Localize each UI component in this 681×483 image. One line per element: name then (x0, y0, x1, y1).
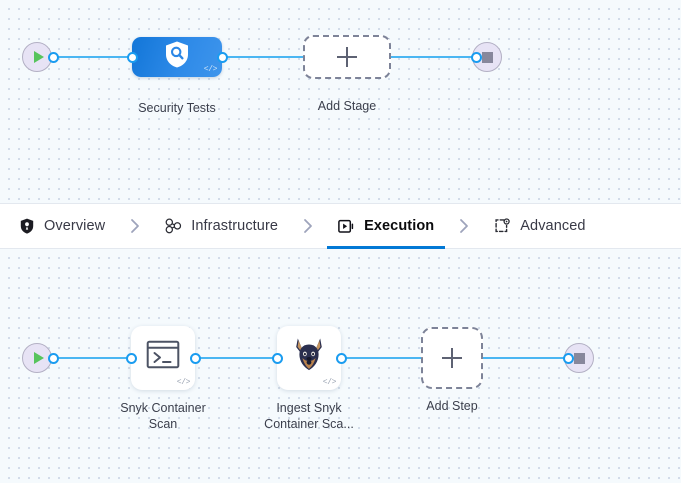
step-label-snyk-container-scan: Snyk Container Scan (120, 401, 206, 431)
play-icon (33, 352, 44, 364)
stage-node-security-tests[interactable]: </> (132, 37, 222, 77)
tab-overview[interactable]: Overview (16, 204, 107, 248)
step1-input-dot[interactable] (125, 352, 137, 364)
nodes-icon (165, 218, 182, 235)
play-box-icon (338, 218, 355, 235)
shield-search-icon (164, 41, 190, 74)
wire-add-to-end (482, 357, 568, 359)
wire-start-to-step1 (48, 357, 136, 359)
snyk-dog-icon (294, 337, 324, 376)
start-connector-dot[interactable] (48, 352, 59, 364)
add-stage-label: Add Stage (317, 99, 377, 113)
plus-icon (442, 348, 462, 368)
dashed-gear-icon (494, 218, 511, 235)
execution-start-node[interactable] (22, 343, 52, 373)
wire-start-to-stage (48, 56, 136, 58)
add-step-button[interactable] (421, 327, 483, 389)
stage-output-dot[interactable] (216, 51, 228, 63)
tab-overview-label: Overview (44, 218, 106, 234)
chevron-right-icon (107, 204, 163, 248)
tab-execution[interactable]: Execution (327, 204, 446, 249)
end-connector-dot[interactable] (563, 352, 574, 364)
step-canvas[interactable]: </> (0, 249, 681, 483)
add-stage-button[interactable] (303, 35, 391, 79)
stage-config-tabs: Overview Infrastructure (0, 203, 681, 249)
chevron-right-icon (436, 204, 492, 248)
wire-add-to-end (390, 56, 476, 58)
step-label-ingest-snyk-container-scan: Ingest Snyk Container Sca... (264, 401, 354, 431)
terminal-icon (146, 340, 180, 373)
wire-step2-to-add (338, 357, 422, 359)
shield-icon (18, 218, 35, 235)
step-node-ingest-snyk-container-scan[interactable]: </> (277, 326, 341, 390)
start-connector-dot[interactable] (48, 51, 59, 63)
tab-advanced-label: Advanced (520, 218, 586, 234)
wire-step1-to-step2 (192, 357, 282, 359)
wire-stage-to-add (222, 56, 304, 58)
tab-advanced[interactable]: Advanced (492, 204, 587, 248)
stop-icon (481, 51, 493, 63)
end-connector-dot[interactable] (471, 51, 482, 63)
stage-input-dot[interactable] (126, 51, 138, 63)
code-badge-icon: </> (176, 378, 191, 387)
chevron-right-icon (280, 204, 336, 248)
stop-icon (573, 352, 585, 364)
tab-infrastructure[interactable]: Infrastructure (163, 204, 280, 248)
plus-icon (337, 47, 357, 67)
code-badge-icon: </> (322, 378, 337, 387)
stage-canvas[interactable]: </> Security Tests Add Stage (0, 0, 681, 203)
play-icon (33, 51, 44, 63)
step-node-snyk-container-scan[interactable]: </> (131, 326, 195, 390)
tab-infrastructure-label: Infrastructure (191, 218, 279, 234)
add-step-label: Add Step (426, 399, 478, 413)
code-badge-icon: </> (203, 65, 218, 74)
step2-input-dot[interactable] (271, 352, 283, 364)
step2-output-dot[interactable] (335, 352, 347, 364)
step1-output-dot[interactable] (189, 352, 201, 364)
tab-execution-label: Execution (364, 218, 435, 234)
stage-label-security-tests: Security Tests (138, 101, 216, 115)
